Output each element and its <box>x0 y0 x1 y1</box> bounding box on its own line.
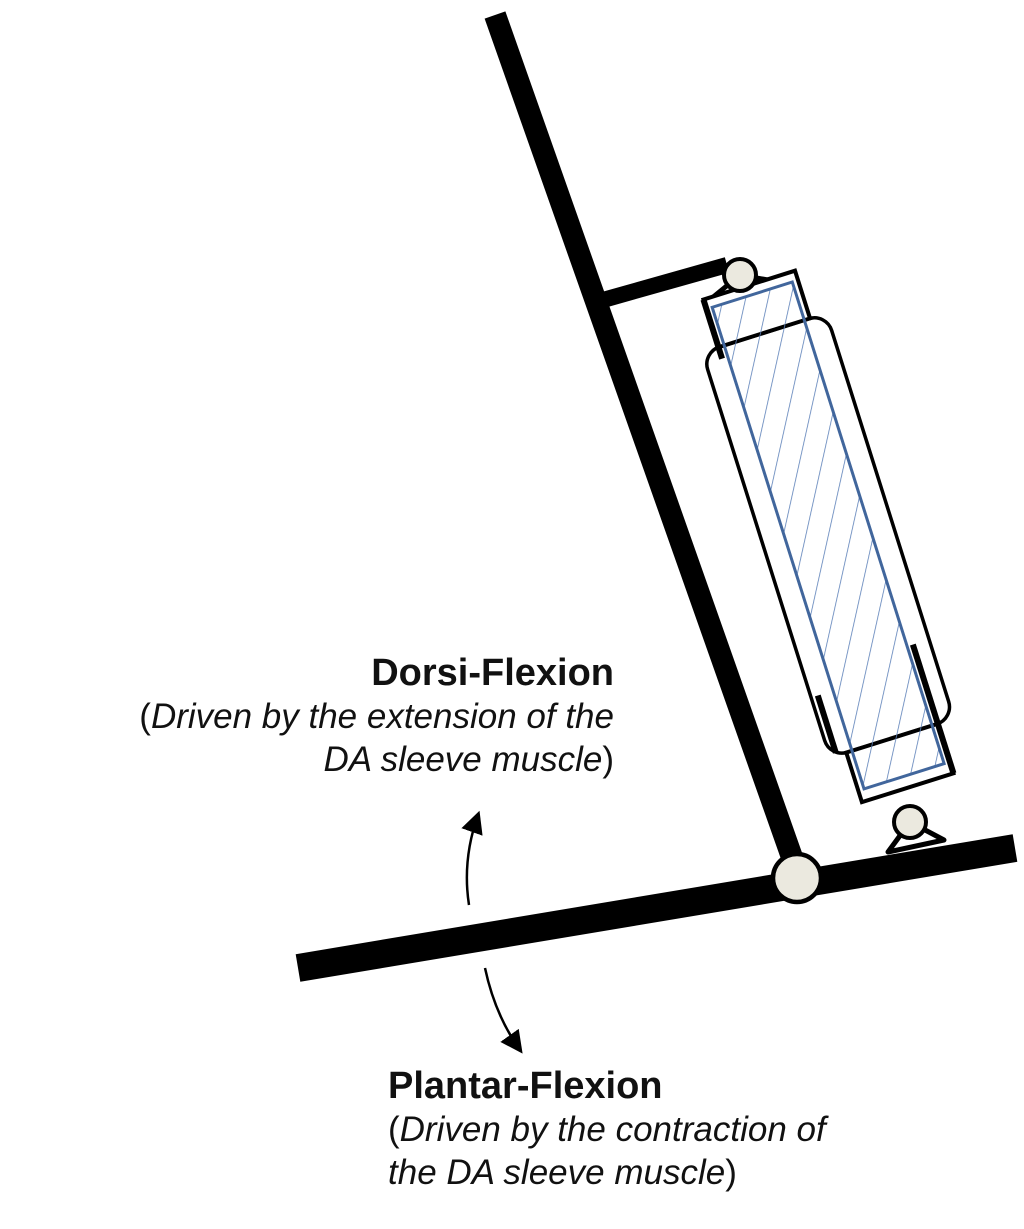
plantar-description-text2: the DA sleeve muscle <box>388 1153 726 1193</box>
foot-link <box>295 834 1018 982</box>
dorsi-flexion-description-line1: (Driven by the extension of the <box>139 696 614 739</box>
inner-muscle-core <box>710 280 947 791</box>
dorsi-description-text1: Driven by the extension of the <box>150 697 614 737</box>
plantar-flexion-label-group: Plantar-Flexion (Driven by the contracti… <box>388 1063 826 1195</box>
left-rail-top <box>700 298 725 360</box>
dorsi-flexion-arrow <box>461 810 483 906</box>
paren-open: ( <box>139 697 151 737</box>
plantar-flexion-title: Plantar-Flexion <box>388 1065 663 1107</box>
plantar-flexion-description-line1: (Driven by the contraction of <box>388 1109 826 1152</box>
shank-link <box>484 11 811 884</box>
upper-pivot-joint <box>722 257 758 293</box>
dorsi-flexion-description-line2: DA sleeve muscle) <box>139 739 614 782</box>
plantar-description-text1: Driven by the contraction of <box>399 1110 826 1150</box>
right-rail-bottom <box>910 643 957 775</box>
dorsi-description-text2: DA sleeve muscle <box>323 740 603 780</box>
dorsi-flexion-title: Dorsi-Flexion <box>371 652 614 694</box>
paren-open: ( <box>388 1110 400 1150</box>
ankle-joint <box>770 851 824 905</box>
left-rail-bottom <box>814 694 839 754</box>
plantar-flexion-description-line2: the DA sleeve muscle) <box>388 1152 826 1195</box>
dorsi-flexion-label-group: Dorsi-Flexion (Driven by the extension o… <box>139 650 614 782</box>
paren-close: ) <box>725 1153 737 1193</box>
lower-pivot-joint <box>892 804 928 840</box>
da-sleeve-muscle-actuator <box>700 268 957 805</box>
upper-bracket-arm <box>600 257 730 308</box>
paren-close: ) <box>602 740 614 780</box>
plantar-flexion-arrow <box>483 967 523 1054</box>
